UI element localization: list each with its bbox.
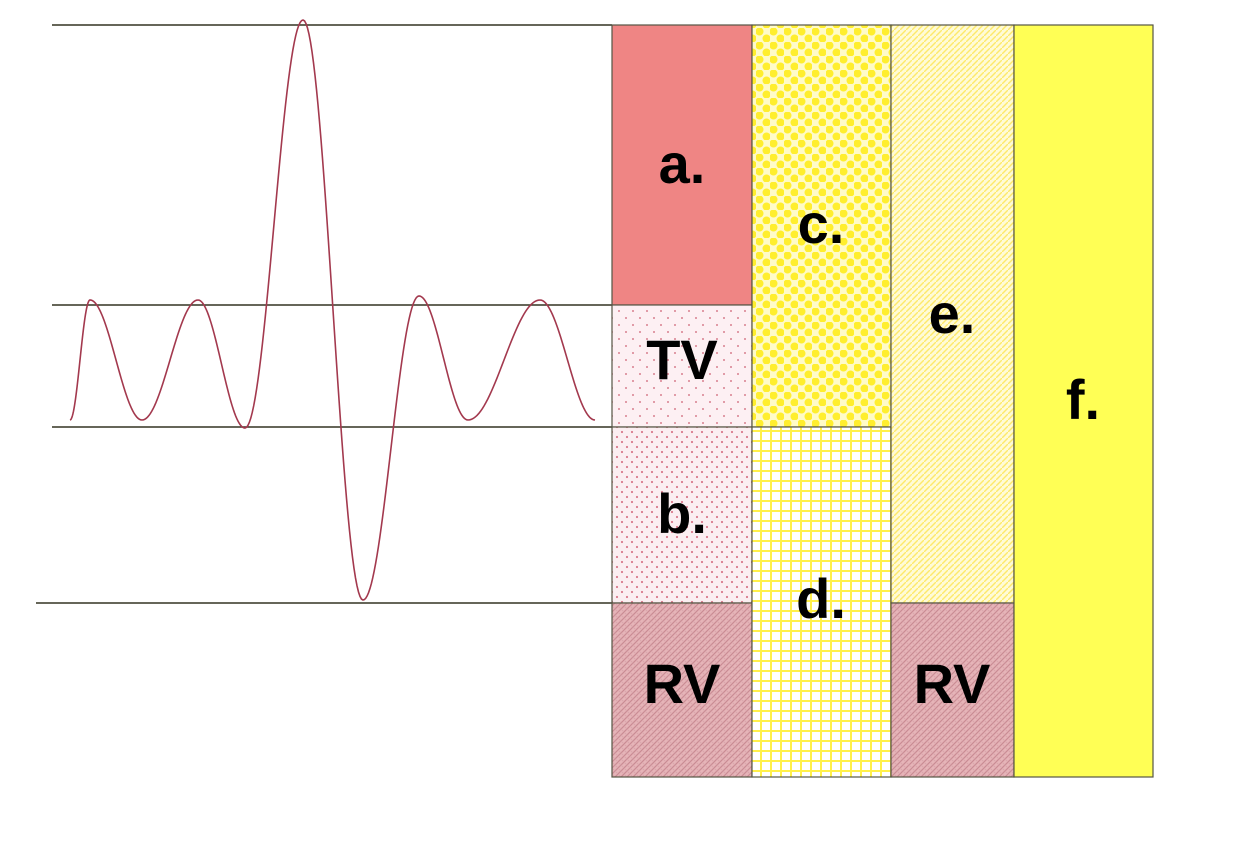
label-a: a. (659, 132, 706, 195)
label-tv: TV (646, 328, 718, 391)
box-b (611, 426, 753, 604)
label-c: c. (798, 192, 845, 255)
spirogram-trace (69, 19, 596, 601)
label-rv-left: RV (644, 652, 721, 715)
box-d (751, 426, 892, 778)
label-d: d. (796, 567, 846, 630)
label-rv-right: RV (914, 652, 991, 715)
box-e (890, 24, 1015, 604)
label-e: e. (929, 282, 976, 345)
label-f: f. (1066, 368, 1100, 431)
box-f (1013, 24, 1154, 778)
box-rv-left (611, 602, 753, 778)
box-c (751, 24, 892, 428)
label-b: b. (657, 482, 707, 545)
box-a (611, 24, 753, 306)
